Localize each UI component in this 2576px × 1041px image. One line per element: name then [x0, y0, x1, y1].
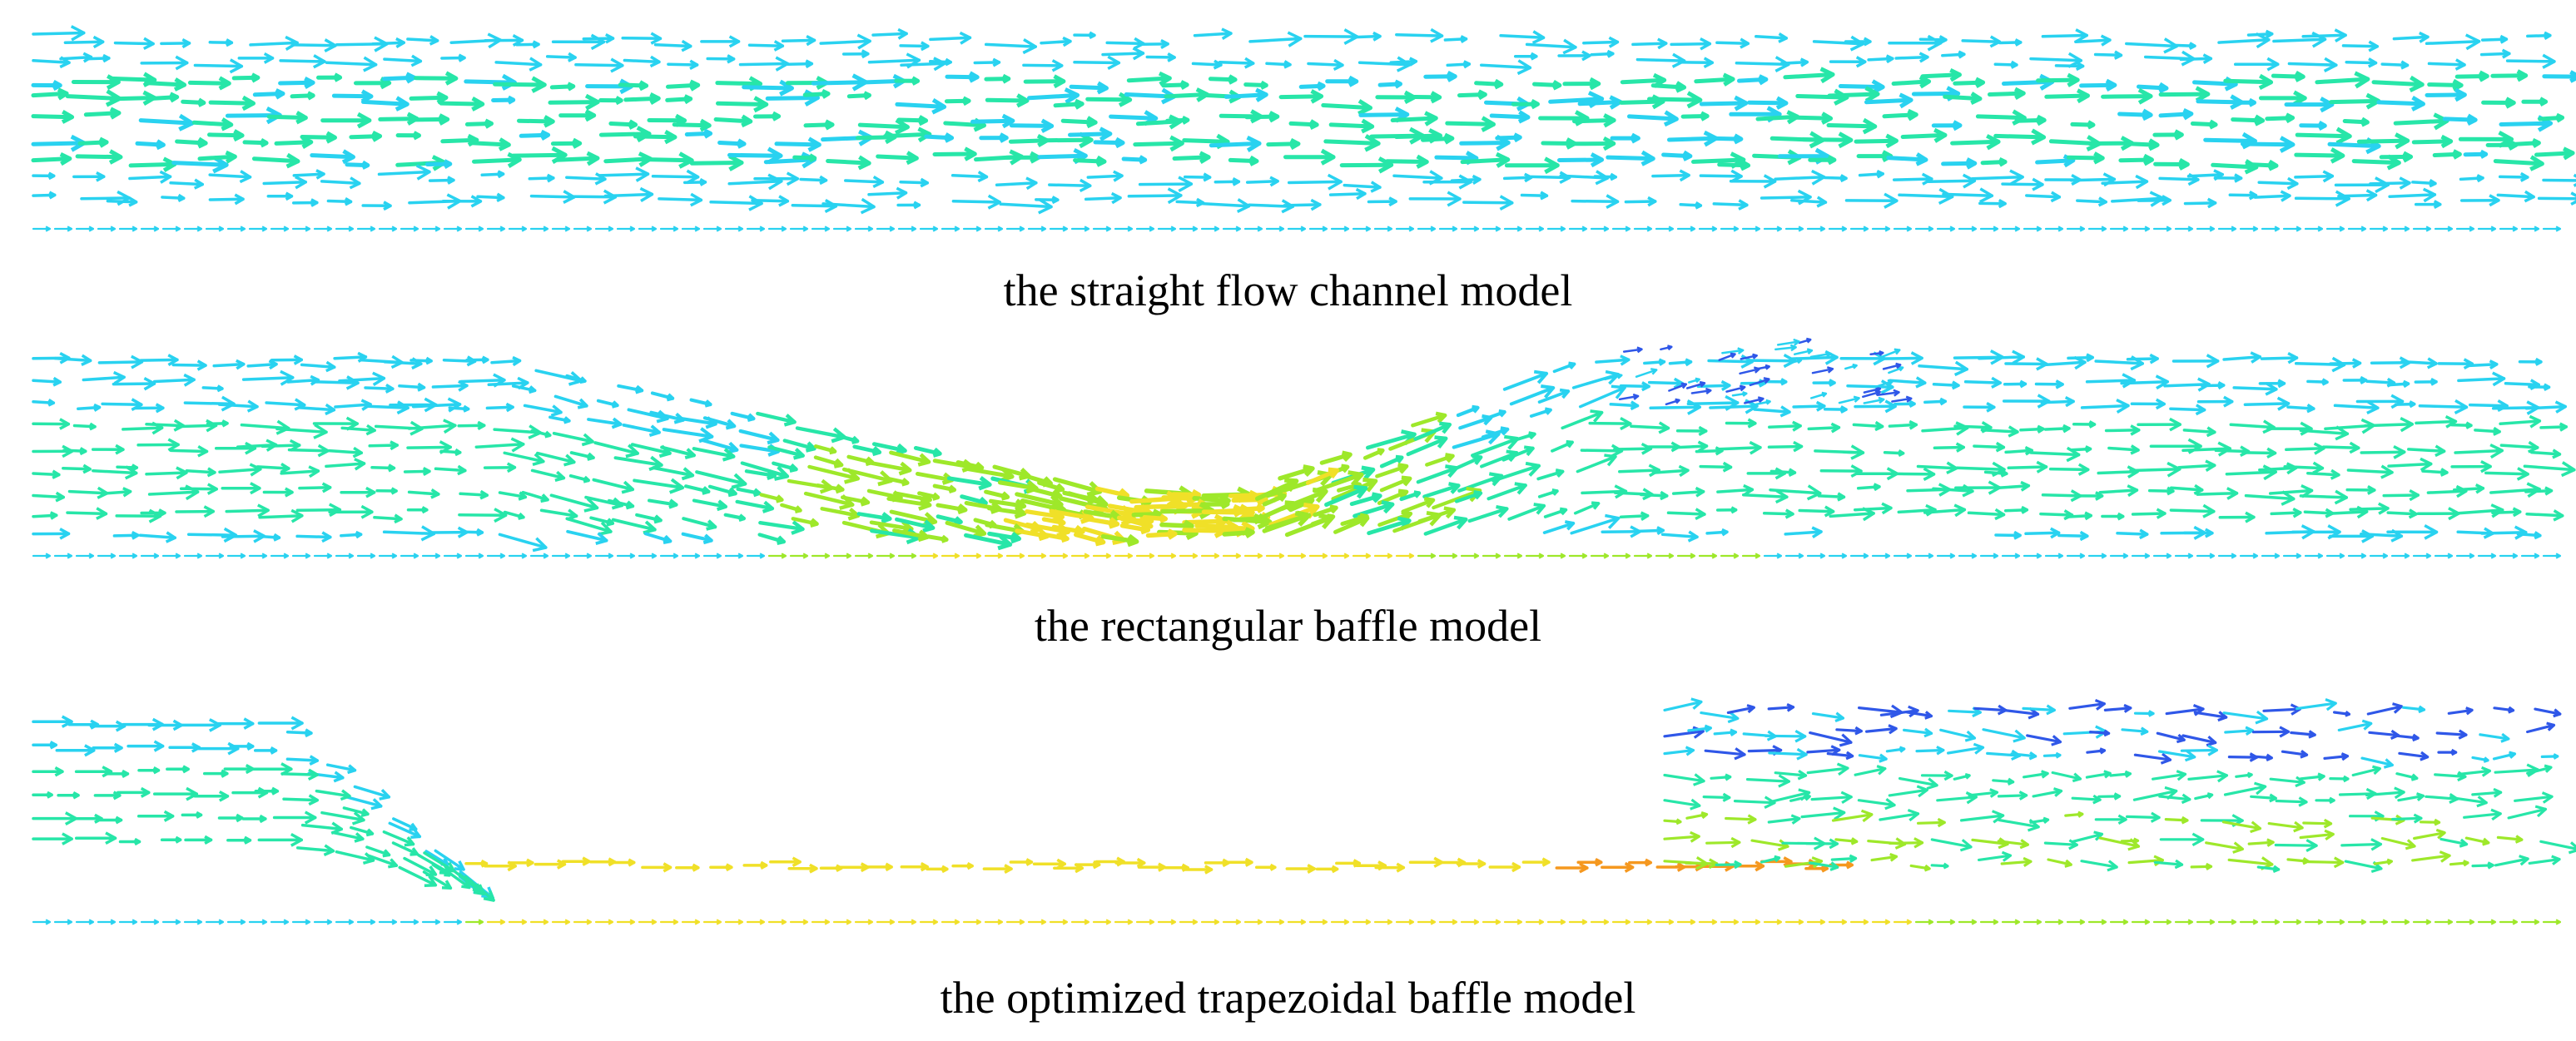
straight-channel-vector-field — [31, 25, 2576, 232]
caption-trapezoidal-baffle: the optimized trapezoidal baffle model — [940, 973, 1636, 1023]
caption-straight-channel: the straight flow channel model — [1003, 265, 1573, 315]
trapezoidal-baffle-vector-field — [32, 697, 2576, 925]
vector-arrows — [32, 697, 2576, 925]
vector-arrows — [32, 337, 2576, 559]
vector-arrows — [31, 25, 2576, 232]
rectangular-baffle-vector-field — [32, 337, 2576, 559]
caption-rectangular-baffle: the rectangular baffle model — [1034, 601, 1542, 651]
